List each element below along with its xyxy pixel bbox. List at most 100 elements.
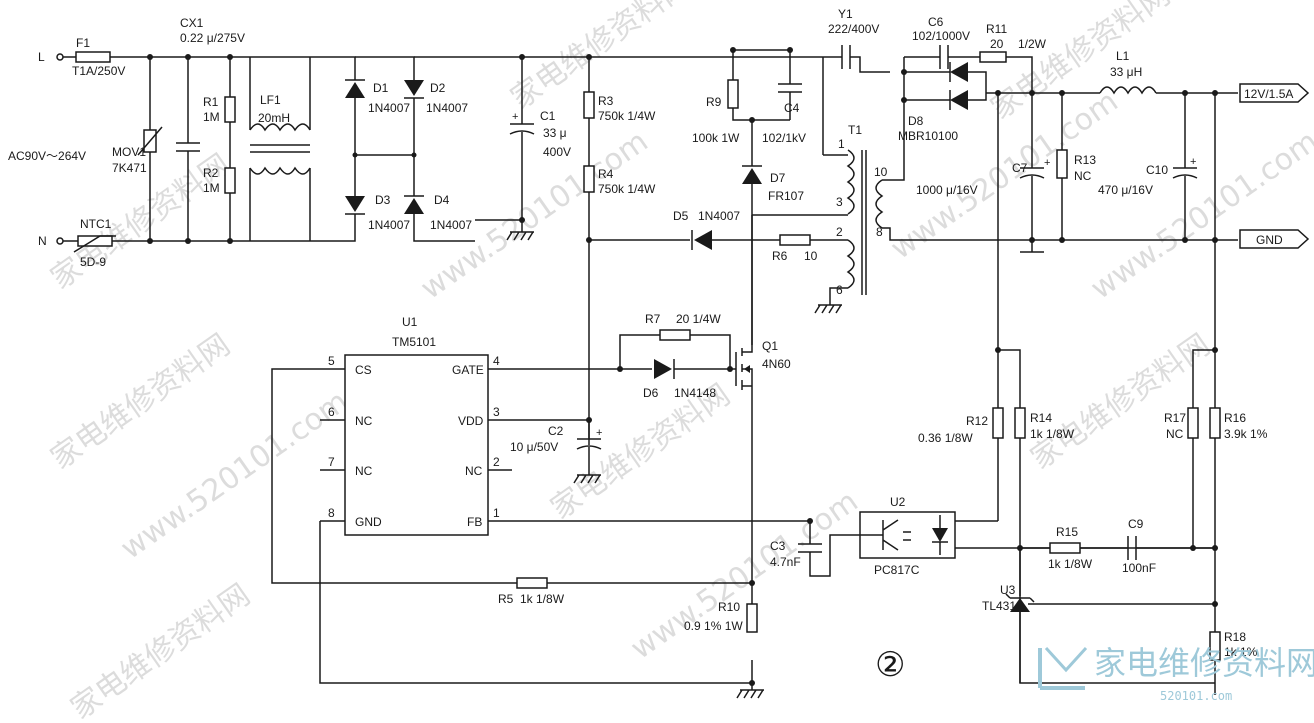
resistor-r18 (1209, 631, 1221, 661)
c3-value: 4.7nF (770, 555, 801, 569)
resistor-r11 (979, 51, 1007, 63)
q1-ref: Q1 (762, 339, 778, 353)
d5-ref: D5 (673, 209, 689, 223)
d6-value: 1N4148 (674, 386, 716, 400)
q1-value: 4N60 (762, 357, 791, 371)
r11-value: 20 (990, 37, 1004, 51)
d5-value: 1N4007 (698, 209, 740, 223)
logo-text: 家电维修资料网 (1094, 644, 1314, 682)
r5-ref: R5 (498, 592, 514, 606)
ac-range-label: AC90V～264V (8, 149, 86, 163)
cx1-value: 0.22 μ/275V (180, 31, 245, 45)
bulk-cap-section: + C1 33 μ 400V (475, 54, 823, 241)
r14-value: 1k 1/8W (1030, 427, 1075, 441)
terminal-n (56, 237, 64, 245)
resistor-r9 (727, 79, 739, 109)
r18-value: 1k 1% (1224, 645, 1258, 659)
f1-value: T1A/250V (72, 64, 125, 78)
thermistor-ntc1 (77, 235, 113, 247)
u1-pin1-num: 1 (493, 506, 500, 520)
c6-value: 102/1000V (912, 29, 970, 43)
ntc1-ref: NTC1 (80, 217, 112, 231)
terminal-l (56, 53, 64, 61)
t1-pin8: 8 (876, 225, 883, 239)
c4-value: 102/1kV (762, 131, 806, 145)
output-12v-tag (1239, 83, 1310, 103)
u1-pin6-num: 6 (328, 405, 335, 419)
u1-pin3-name: VDD (458, 414, 484, 428)
r9-value: 100k 1W (692, 131, 740, 145)
r11-power: 1/2W (1018, 37, 1047, 51)
svg-text:+: + (1044, 157, 1050, 169)
u3-value: TL431 (982, 599, 1016, 613)
ac-input-section: L N AC90V～264V F1 T1A/250V MOV1 7K471 CX… (8, 16, 311, 269)
t1-pin3: 3 (836, 195, 843, 209)
output-gnd-tag (1239, 229, 1310, 249)
watermark-cn: 家电维修资料网 (1025, 327, 1217, 476)
mov1-value: 7K471 (112, 161, 147, 175)
y1-value: 222/400V (828, 22, 879, 36)
d8-value: MBR10100 (898, 129, 958, 143)
c7-value: 1000 μ/16V (916, 183, 978, 197)
u1-pin8-num: 8 (328, 506, 335, 520)
y-capacitor: Y1 222/400V (823, 7, 890, 73)
diode-d1 (345, 82, 365, 98)
d7-ref: D7 (770, 171, 786, 185)
d2-value: 1N4007 (426, 101, 468, 115)
u1-pin3-num: 3 (493, 405, 500, 419)
figure-mark: ② (875, 645, 905, 685)
c1-value2: 400V (543, 145, 571, 159)
diode-d5 (694, 230, 712, 250)
c1-ref: C1 (540, 109, 556, 123)
c10-ref: C10 (1146, 163, 1168, 177)
r2-value: 1M (203, 181, 220, 195)
r10-ref: R10 (718, 600, 740, 614)
cx1-ref: CX1 (180, 16, 204, 30)
mov1-ref: MOV1 (112, 145, 146, 159)
r4-ref: R4 (598, 167, 614, 181)
resistor-r15 (1049, 542, 1081, 554)
c2-ref: C2 (548, 424, 564, 438)
r3-value: 750k 1/4W (598, 109, 656, 123)
d4-value: 1N4007 (430, 218, 472, 232)
r16-value: 3.9k 1% (1224, 427, 1268, 441)
resistor-r10 (746, 603, 758, 633)
r15-value: 1k 1/8W (1048, 557, 1093, 571)
d7-value: FR107 (768, 189, 804, 203)
d1-ref: D1 (373, 81, 389, 95)
logo-url: 520101.com (1160, 689, 1232, 703)
u1-pin2-num: 2 (493, 455, 500, 469)
lf1-ref: LF1 (260, 93, 281, 107)
c1-value1: 33 μ (543, 126, 567, 140)
c6-ref: C6 (928, 15, 944, 29)
lf1-value: 20mH (258, 111, 290, 125)
svg-text:+: + (1190, 156, 1196, 168)
r12-value: 0.36 1/8W (918, 431, 973, 445)
t1-ref: T1 (848, 123, 862, 137)
c9-ref: C9 (1128, 517, 1144, 531)
shunt-regulator-u3 (1010, 598, 1030, 612)
r1-ref: R1 (203, 95, 219, 109)
r13-ref: R13 (1074, 153, 1096, 167)
c9-value: 100nF (1122, 561, 1156, 575)
u1-pin2-name: NC (465, 464, 483, 478)
r17-ref: R17 (1164, 411, 1186, 425)
resistor-r13 (1056, 149, 1068, 179)
u3-ref: U3 (1000, 583, 1016, 597)
r11-ref: R11 (986, 22, 1007, 36)
u1-pin7-num: 7 (328, 455, 335, 469)
watermark-url: www.520101.com (1085, 124, 1314, 307)
watermark-cn: 家电维修资料网 (45, 327, 237, 476)
diode-d8a (950, 62, 968, 82)
u1-pin5-num: 5 (328, 354, 335, 368)
fuse-f1 (75, 51, 111, 63)
resistor-r12 (992, 407, 1004, 439)
optocoupler-u2: U2 PC817C (859, 495, 1215, 577)
u1-pin4-num: 4 (493, 354, 500, 368)
r1-value: 1M (203, 110, 220, 124)
resistor-r17 (1187, 407, 1199, 439)
d3-value: 1N4007 (368, 218, 410, 232)
vdd-supply: D5 1N4007 R6 10 (589, 209, 848, 263)
resistor-r7 (659, 329, 691, 341)
